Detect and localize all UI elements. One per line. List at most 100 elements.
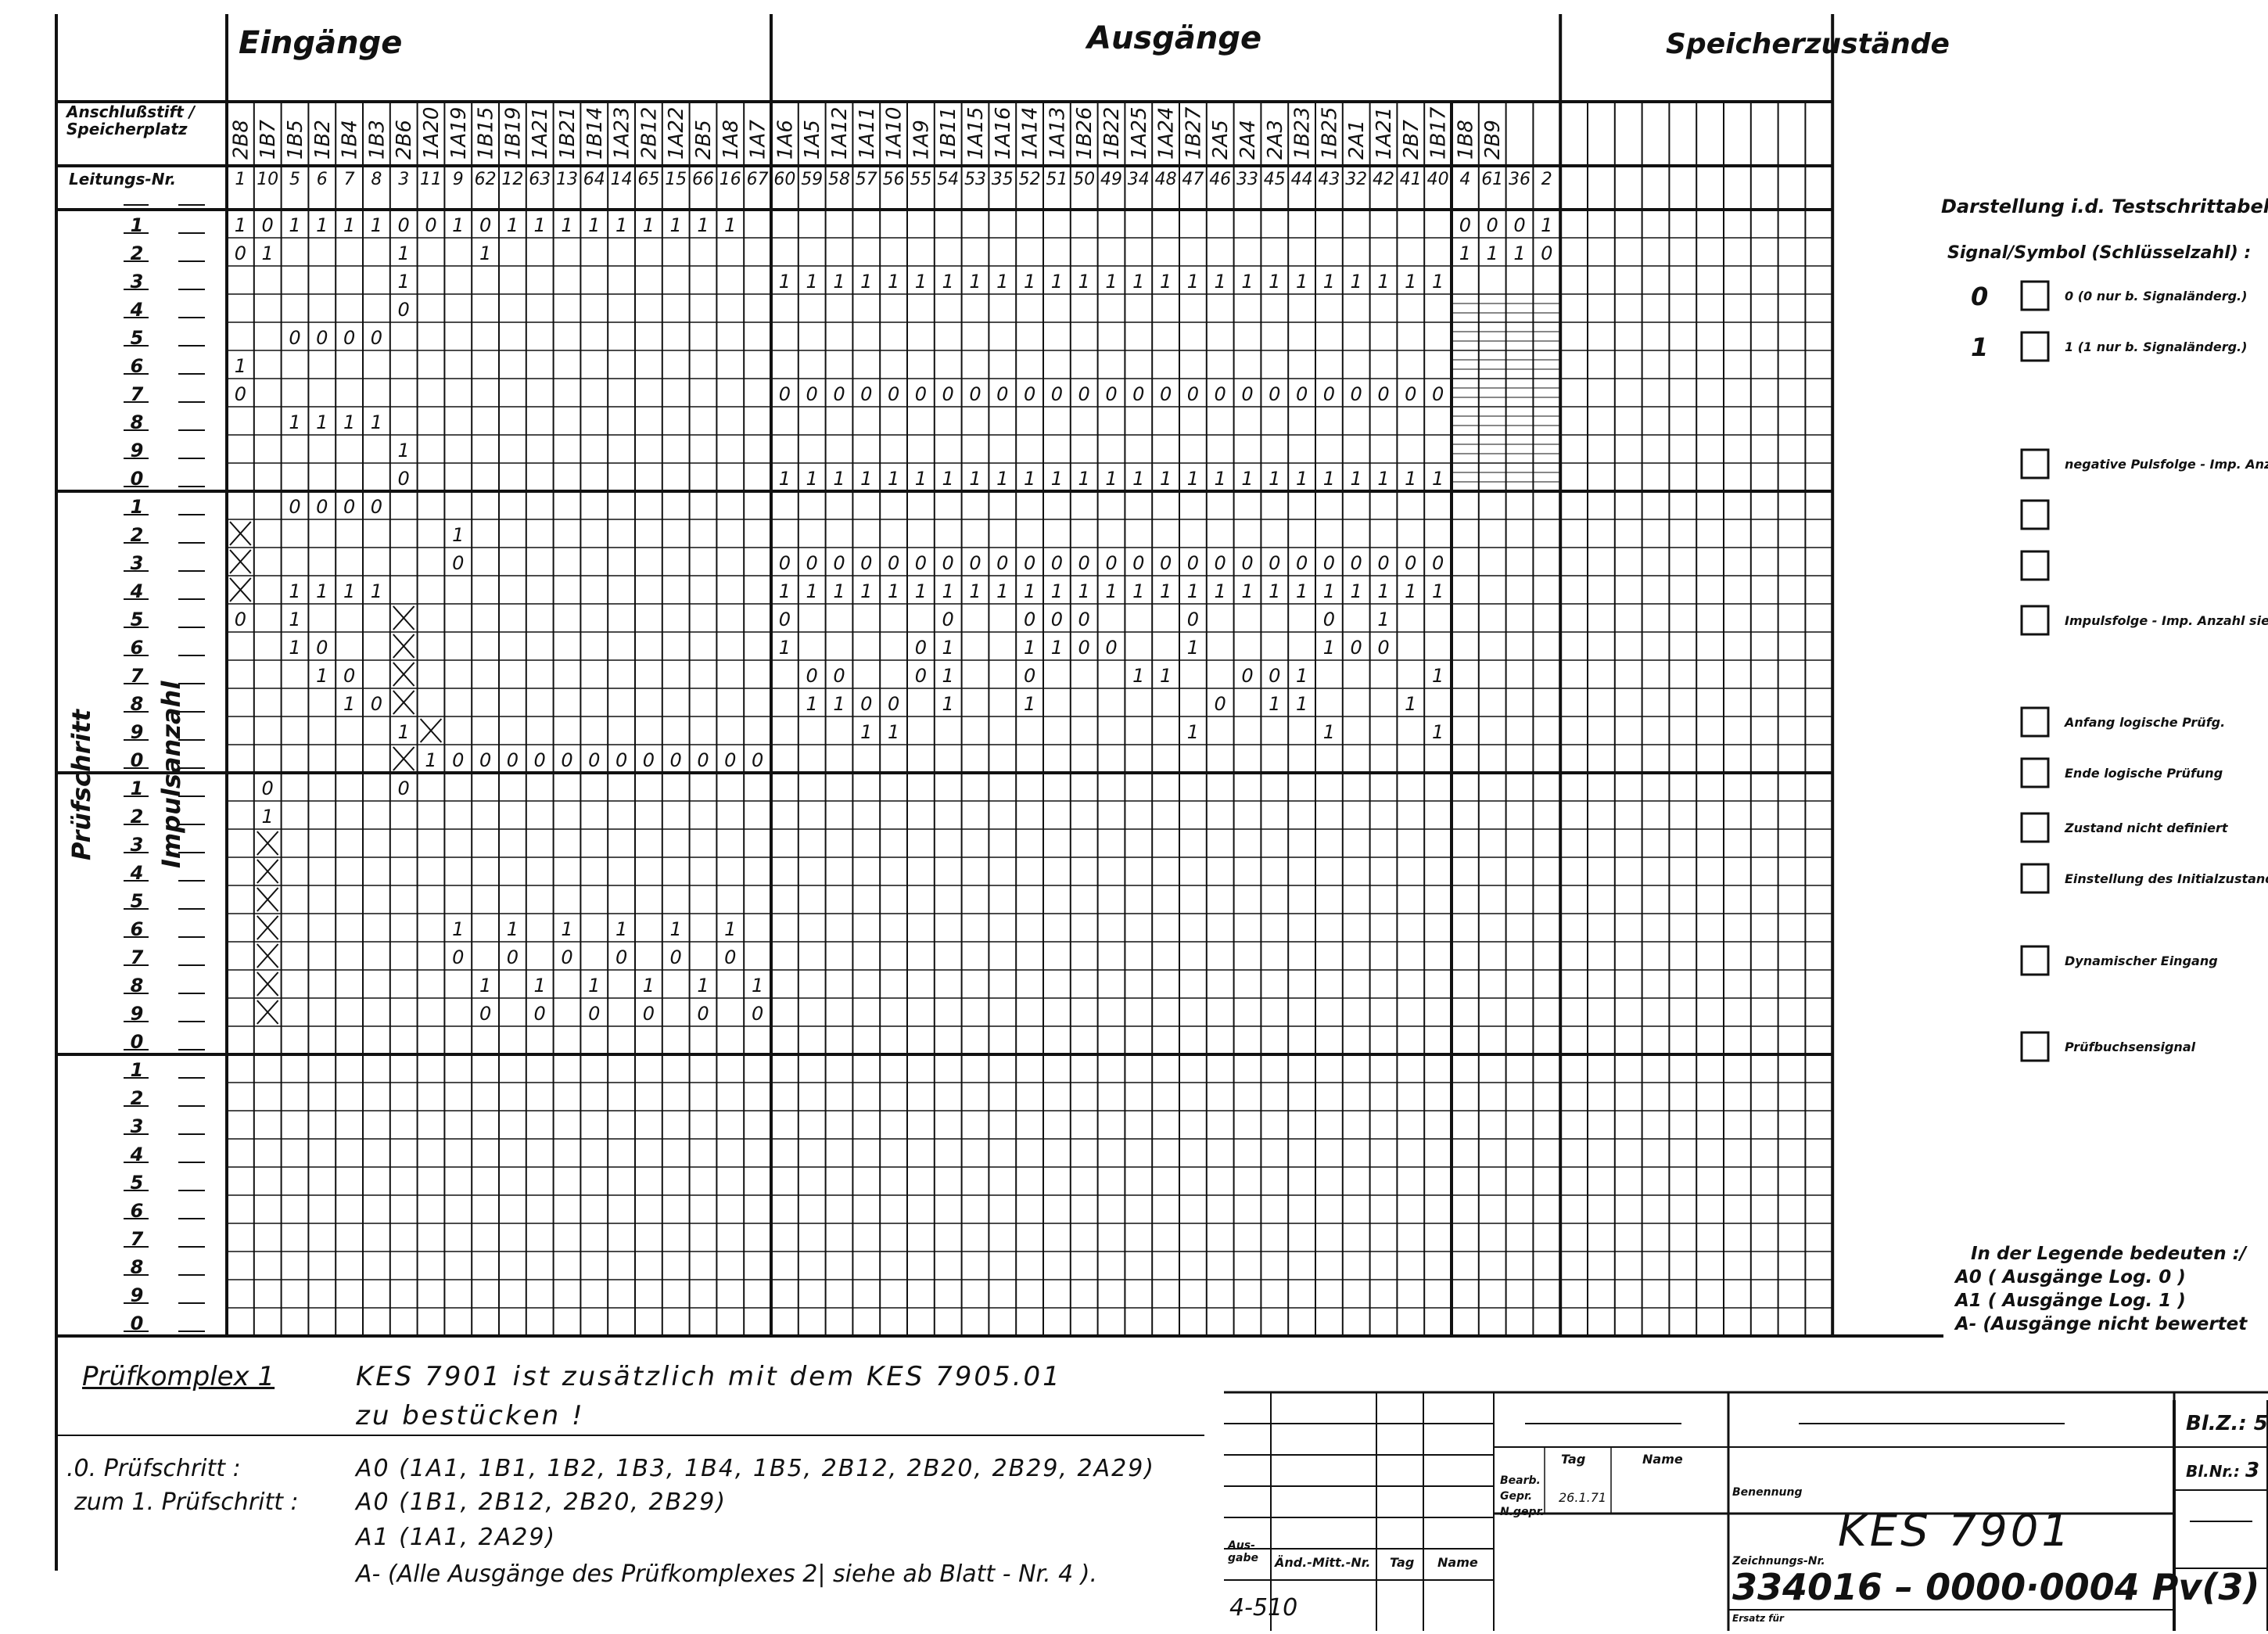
line-number: 63 <box>529 170 551 189</box>
cell-value: 1 <box>1296 271 1308 293</box>
cell-value: 0 <box>888 693 899 715</box>
cell-value: 1 <box>1432 271 1444 293</box>
cell-value: 1 <box>398 242 410 264</box>
legend-title: Darstellung i.d. Testschrittabelle <box>1941 196 2268 217</box>
cell-value: 0 <box>806 383 818 405</box>
cell-value: 0 <box>724 749 736 771</box>
cell-value: 1 <box>1187 468 1199 490</box>
pin-name: 1B14 <box>583 107 607 160</box>
cell-value: 1 <box>316 665 328 687</box>
cell-value: 0 <box>1051 552 1063 574</box>
cell-value: 0 <box>670 749 682 771</box>
pin-name: 1B15 <box>475 107 498 160</box>
cell-value: 1 <box>1323 271 1335 293</box>
step-number: 2 <box>131 524 144 546</box>
cell-value: 1 <box>1024 693 1035 715</box>
step-number: 1 <box>131 214 144 236</box>
line-number: 51 <box>1046 170 1068 189</box>
cell-value: 0 <box>697 749 709 771</box>
cell-value: 0 <box>1351 552 1362 574</box>
pin-name: 1A5 <box>801 120 824 160</box>
cell-value: 0 <box>1432 552 1444 574</box>
cell-value: 0 <box>1432 383 1444 405</box>
cell-value: 0 <box>942 552 954 574</box>
line-number: 65 <box>637 170 659 189</box>
pin-name: 1B21 <box>556 107 580 160</box>
cell-value: 1 <box>969 271 981 293</box>
cell-value: 1 <box>1078 468 1090 490</box>
ngepr-label: N.gepr. <box>1500 1506 1545 1518</box>
cell-value: 0 <box>915 665 927 687</box>
legend-symbol <box>2020 863 2050 894</box>
cell-value: 0 <box>1187 609 1199 630</box>
line-number: 10 <box>257 170 278 189</box>
cell-value: 1 <box>942 665 954 687</box>
line-number: 50 <box>1073 170 1095 189</box>
cell-value: 0 <box>343 327 355 349</box>
cell-value: 1 <box>779 637 791 659</box>
cell-value: 0 <box>888 383 899 405</box>
cell-value: 0 <box>752 749 763 771</box>
tag2-label: Tag <box>1390 1555 1415 1570</box>
cell-cross-mark <box>393 690 415 715</box>
cell-value: 1 <box>888 721 899 743</box>
step-number: 4 <box>130 862 144 884</box>
cell-value: 1 <box>1160 468 1172 490</box>
cell-value: 1 <box>1269 580 1280 602</box>
cell-value: 0 <box>1269 552 1280 574</box>
cell-value: 1 <box>343 411 355 433</box>
pin-name: 2B12 <box>637 107 661 160</box>
legend-panel: Darstellung i.d. TestschrittabelleSignal… <box>1941 196 2268 1062</box>
cell-value: 1 <box>779 468 791 490</box>
line-number: 2 <box>1541 170 1552 189</box>
line-number: 53 <box>964 170 986 189</box>
cell-value: 0 <box>670 946 682 968</box>
pin-name: 1A12 <box>828 107 852 160</box>
line-number: 56 <box>883 170 905 189</box>
cell-value: 0 <box>615 946 627 968</box>
cell-value: 0 <box>1241 383 1253 405</box>
cell-value: 1 <box>343 214 355 236</box>
cell-value: 0 <box>1487 214 1498 236</box>
cell-value: 0 <box>833 665 845 687</box>
step-number: 7 <box>131 383 144 405</box>
pin-name: 1A16 <box>992 107 1015 160</box>
step-number: 9 <box>131 440 144 461</box>
cell-value: 1 <box>452 214 464 236</box>
legend-desc: 0 (0 nur b. Signaländerg.) <box>2065 289 2247 303</box>
line-number: 13 <box>556 170 578 189</box>
cell-value: 1 <box>1024 637 1035 659</box>
cell-value: 1 <box>697 214 709 236</box>
cell-value: 1 <box>833 580 845 602</box>
cell-value: 1 <box>969 468 981 490</box>
step-number: 7 <box>131 1228 144 1250</box>
cell-value: 0 <box>561 946 572 968</box>
cell-value: 1 <box>588 975 600 997</box>
cell-value: 1 <box>1377 580 1389 602</box>
cell-value: 0 <box>1132 552 1144 574</box>
cell-value: 1 <box>371 580 382 602</box>
title-block <box>56 1391 2268 1631</box>
cell-value: 0 <box>1024 609 1035 630</box>
cell-value: 0 <box>1377 552 1389 574</box>
line-number: 47 <box>1182 170 1204 189</box>
cell-value: 1 <box>1459 242 1471 264</box>
cell-value: 1 <box>1432 665 1444 687</box>
cell-value: 1 <box>343 580 355 602</box>
step1-a0: A0 (1B1, 2B12, 2B20, 2B29) <box>356 1489 727 1516</box>
legend-desc: Anfang logische Prüfg. <box>2063 715 2225 730</box>
cell-value: 1 <box>860 580 872 602</box>
cell-value: 1 <box>752 975 763 997</box>
check-date: 26.1.71 <box>1559 1490 1607 1505</box>
cell-value: 0 <box>289 327 300 349</box>
pin-row-label: Anschlußstift / <box>65 102 196 121</box>
cell-value: 1 <box>1132 468 1144 490</box>
cell-value: 0 <box>316 327 328 349</box>
cell-value: 0 <box>1105 552 1117 574</box>
cell-value: 0 <box>1541 242 1552 264</box>
cell-value: 1 <box>1187 637 1199 659</box>
pin-name: 1A6 <box>773 120 797 160</box>
step-number: 9 <box>131 1003 144 1025</box>
step-number: 7 <box>131 665 144 687</box>
